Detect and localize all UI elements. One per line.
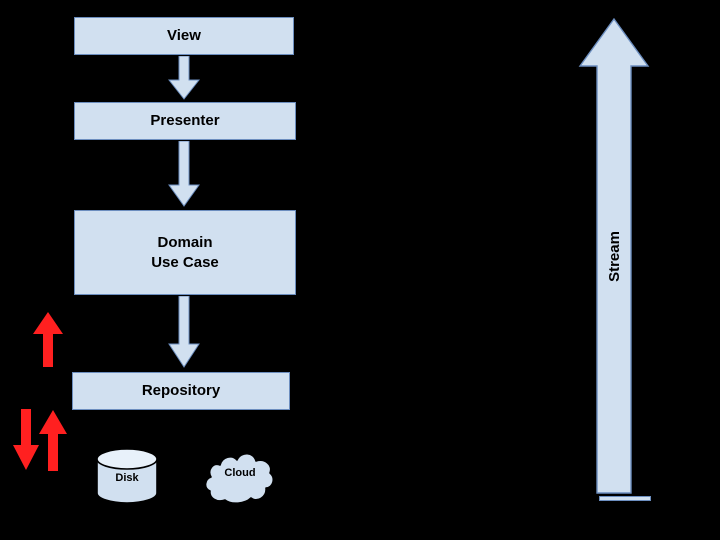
arrow-red-down-lower-icon <box>12 409 40 471</box>
node-disk-label: Disk <box>115 472 139 484</box>
node-view[interactable]: View <box>74 17 294 55</box>
node-disk[interactable] <box>96 448 158 504</box>
arrow-view-to-presenter-icon <box>168 56 200 100</box>
node-repository-label: Repository <box>141 382 221 399</box>
arrow-domain-to-repository-icon <box>168 296 200 368</box>
node-domain-label-line2: Use Case <box>151 253 219 271</box>
node-view-label: View <box>167 27 201 44</box>
node-cloud[interactable] <box>205 448 275 504</box>
node-cloud-label: Cloud <box>224 467 256 479</box>
node-presenter[interactable]: Presenter <box>74 102 296 140</box>
arrow-red-up-upper-icon <box>32 312 64 368</box>
node-domain-label-line1: Domain <box>157 233 213 251</box>
stream-baseline-bar <box>599 496 651 501</box>
node-presenter-label: Presenter <box>150 112 220 129</box>
node-repository[interactable]: Repository <box>72 372 290 410</box>
node-domain-use-case[interactable]: Domain Use Case <box>74 210 296 295</box>
arrow-red-up-lower-icon <box>38 410 68 472</box>
node-stream-arrow[interactable] <box>578 18 650 494</box>
arrow-presenter-to-domain-icon <box>168 141 200 207</box>
